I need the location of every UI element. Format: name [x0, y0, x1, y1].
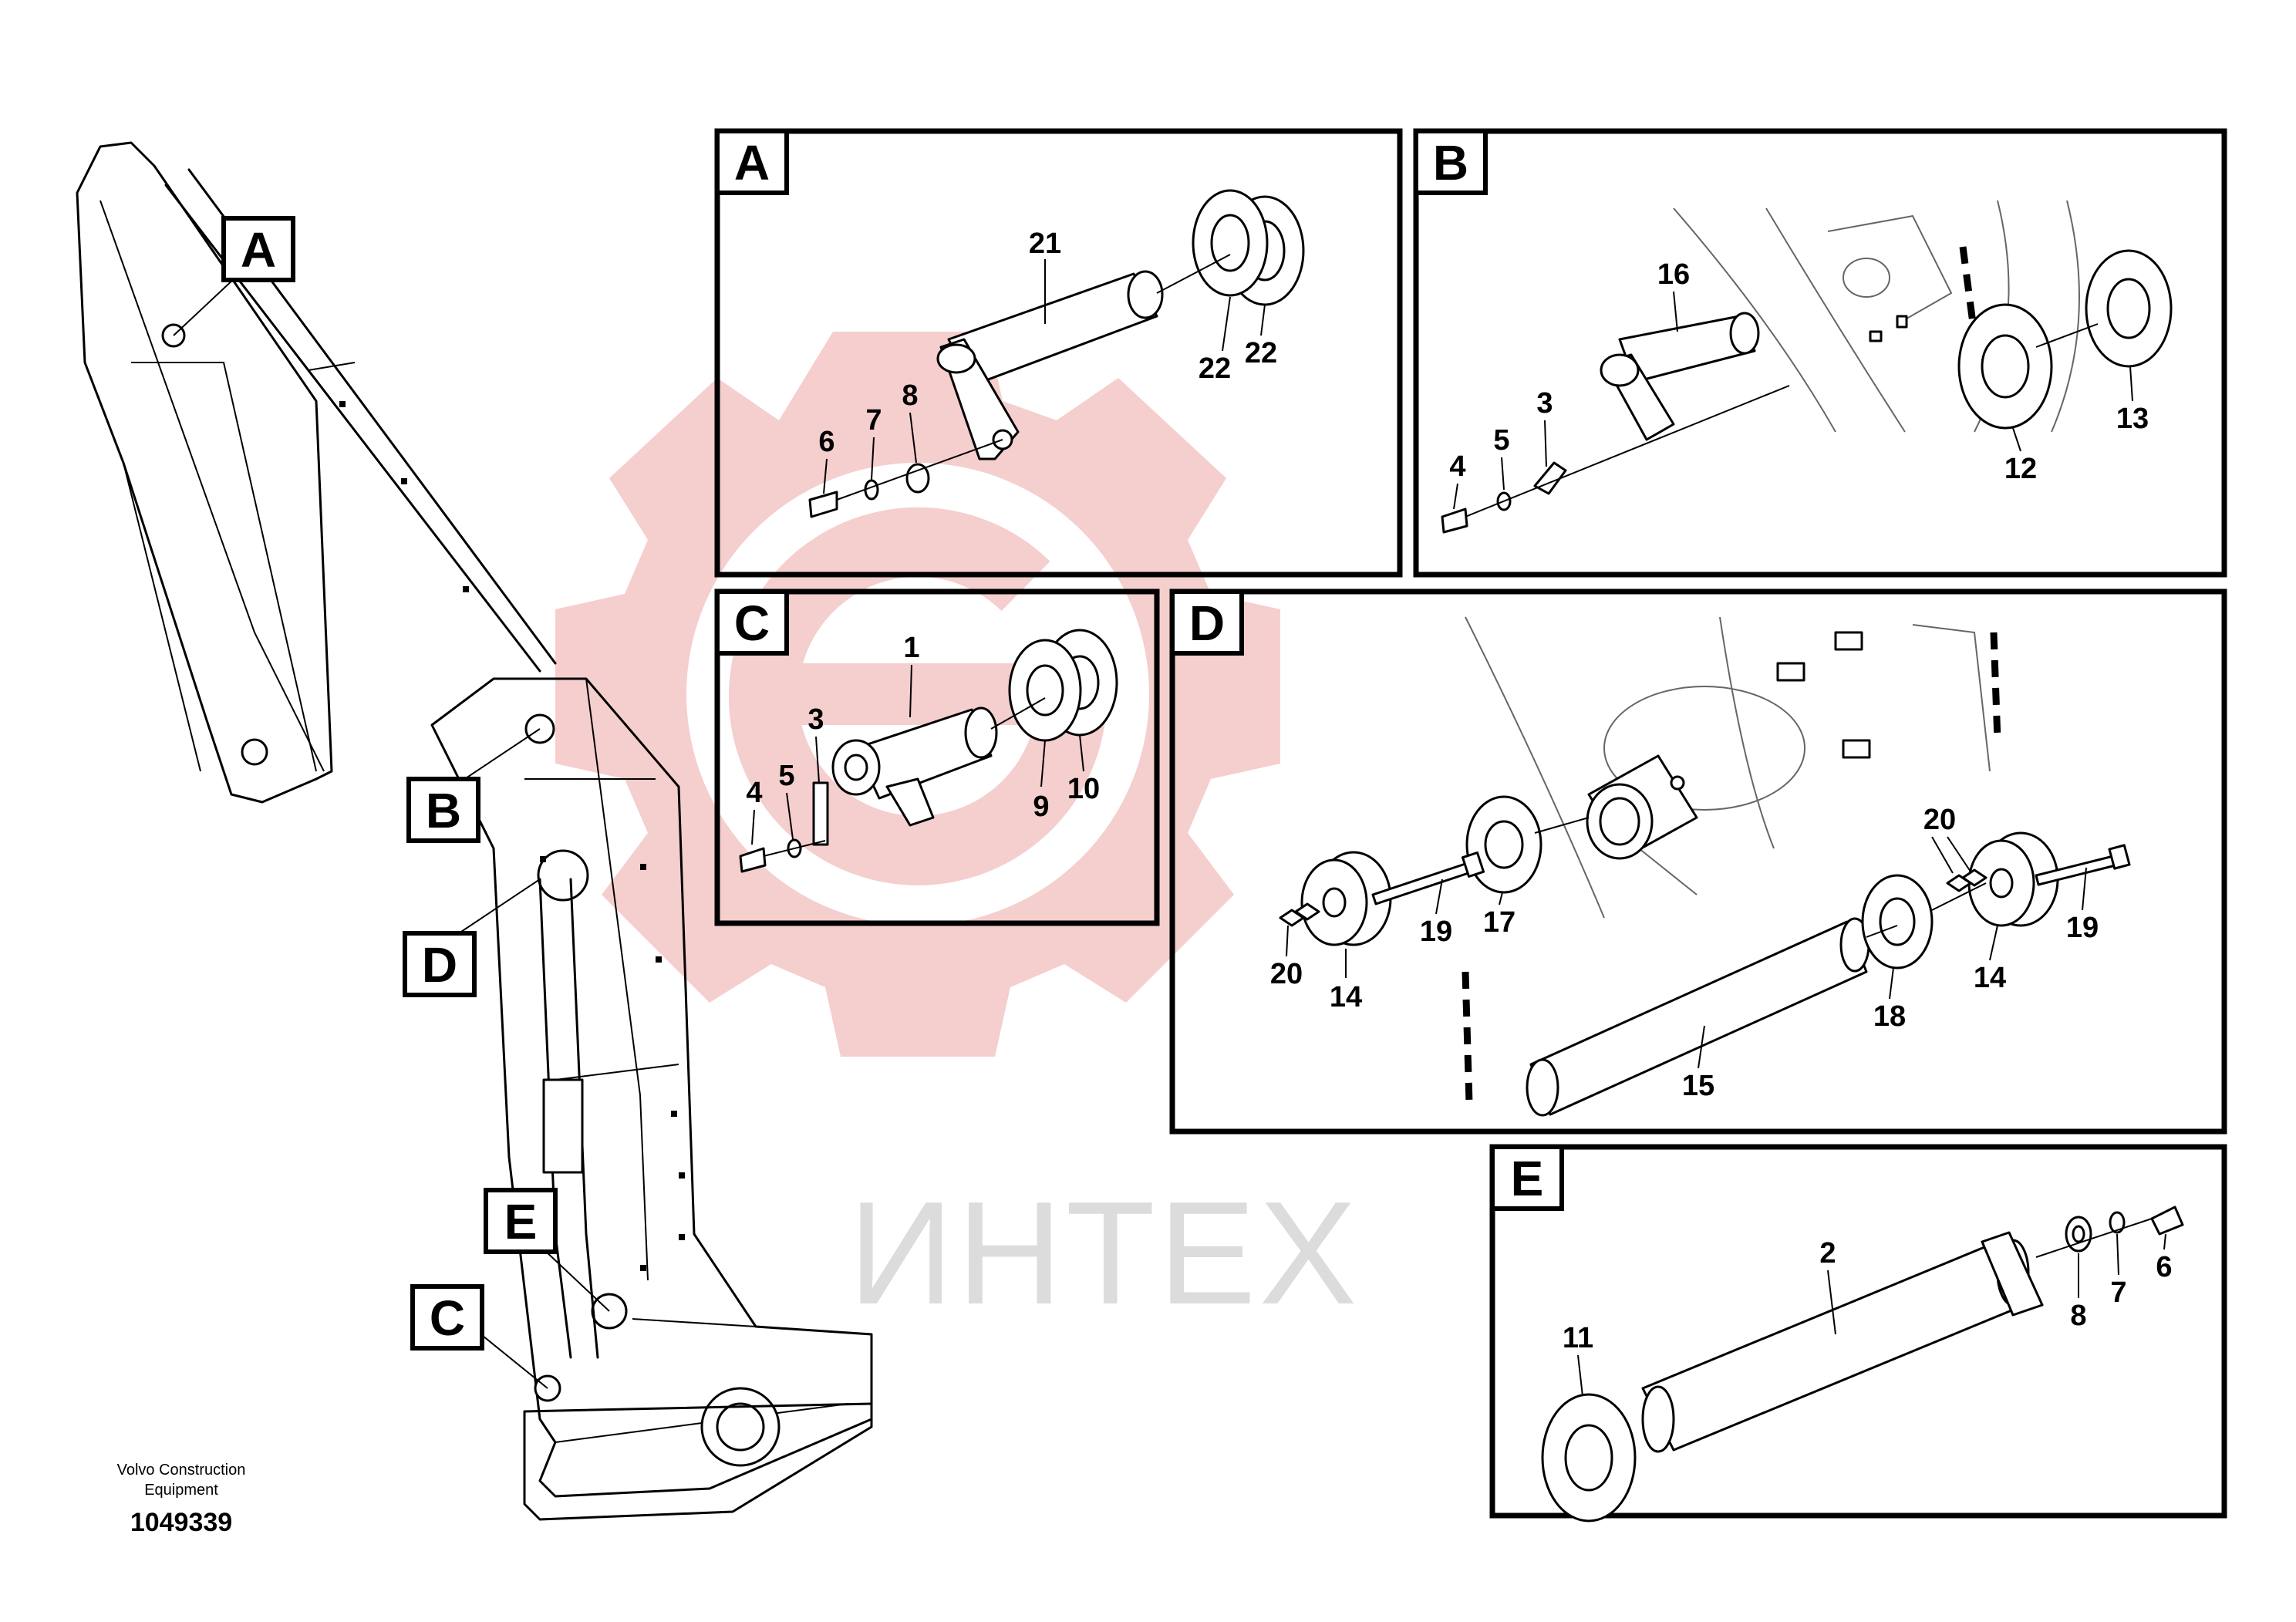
svg-text:8: 8	[902, 379, 918, 412]
panel-A: A 21 22 22 6 7 8	[714, 128, 1403, 578]
svg-text:4: 4	[746, 777, 762, 809]
svg-text:18: 18	[1873, 1000, 1906, 1033]
svg-text:14: 14	[1330, 981, 1362, 1013]
svg-text:12: 12	[2004, 453, 2037, 485]
svg-text:E: E	[1511, 1151, 1544, 1206]
tag-B: B	[406, 777, 480, 843]
svg-text:14: 14	[1974, 962, 2006, 994]
drawing-number: 1049339	[130, 1508, 232, 1537]
company-line-2: Equipment	[144, 1482, 218, 1499]
svg-text:D: D	[422, 937, 457, 993]
panel-E: E 2 11 8 7 6	[1489, 1144, 2227, 1523]
svg-text:8: 8	[2070, 1300, 2086, 1332]
svg-text:5: 5	[778, 760, 794, 792]
svg-text:C: C	[734, 595, 770, 651]
svg-text:B: B	[1433, 135, 1468, 191]
svg-text:3: 3	[807, 703, 824, 736]
svg-text:22: 22	[1199, 352, 1231, 385]
svg-text:5: 5	[1493, 424, 1509, 457]
svg-text:4: 4	[1449, 450, 1465, 483]
watermark-text: ИНТЕХ	[848, 1172, 1360, 1335]
svg-text:22: 22	[1245, 337, 1277, 369]
svg-text:9: 9	[1033, 791, 1049, 823]
svg-text:D: D	[1189, 595, 1225, 651]
svg-text:19: 19	[1420, 916, 1452, 948]
svg-text:20: 20	[1270, 958, 1303, 990]
svg-text:B: B	[426, 783, 461, 838]
watermark-logo: ИНТЕХ	[555, 332, 1360, 1335]
panel-C: C 1 3 4 5 9 10	[714, 588, 1160, 926]
svg-text:E: E	[504, 1194, 538, 1249]
svg-text:17: 17	[1483, 906, 1515, 939]
svg-text:1: 1	[903, 632, 919, 664]
svg-text:10: 10	[1067, 773, 1100, 805]
svg-text:A: A	[734, 135, 770, 191]
tag-C: C	[410, 1284, 484, 1351]
svg-text:C: C	[430, 1290, 465, 1346]
watermark-e-mark	[729, 507, 1108, 885]
svg-text:A: A	[241, 222, 276, 278]
svg-text:3: 3	[1536, 387, 1553, 420]
svg-text:11: 11	[1563, 1322, 1593, 1354]
company-line-1: Volvo Construction	[117, 1462, 246, 1479]
tag-D: D	[403, 931, 477, 997]
svg-text:7: 7	[865, 404, 882, 437]
footer: Volvo Construction Equipment 1049339	[117, 1462, 246, 1537]
svg-text:13: 13	[2116, 403, 2149, 435]
panel-B: B 16 3 4 5 12 13	[1413, 128, 2227, 578]
svg-text:2: 2	[1819, 1237, 1836, 1270]
tag-A: A	[221, 216, 295, 282]
svg-text:20: 20	[1923, 804, 1956, 836]
svg-text:6: 6	[818, 426, 834, 458]
svg-text:19: 19	[2066, 912, 2099, 944]
svg-text:15: 15	[1682, 1070, 1714, 1102]
svg-text:6: 6	[2156, 1251, 2172, 1283]
svg-text:21: 21	[1029, 228, 1061, 260]
tag-E: E	[484, 1188, 558, 1254]
svg-text:16: 16	[1657, 258, 1690, 291]
panel-D: D	[1169, 588, 2227, 1135]
svg-text:7: 7	[2110, 1276, 2126, 1309]
